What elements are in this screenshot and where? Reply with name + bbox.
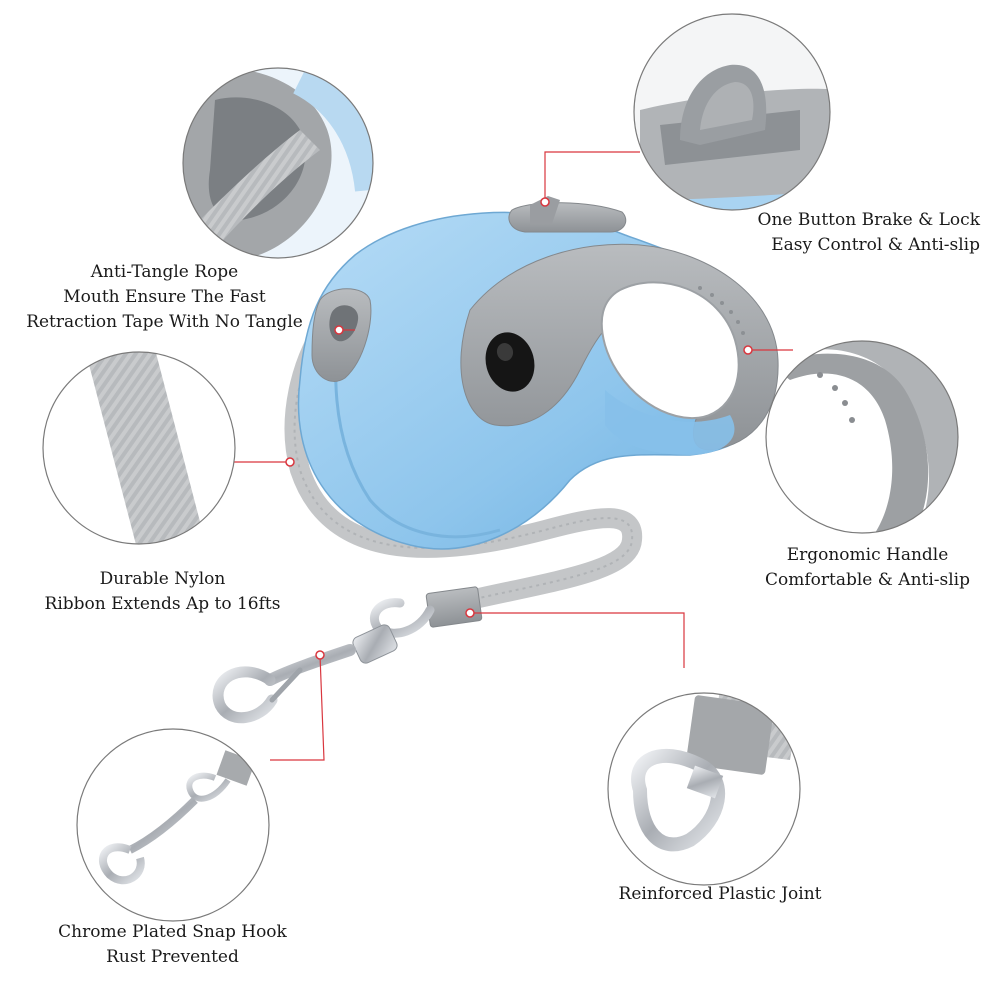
- caption-ribbon: Durable Nylon Ribbon Extends Ap to 16fts: [30, 567, 295, 617]
- caption-line: Ergonomic Handle: [786, 545, 949, 565]
- callout-lines: [232, 151, 793, 761]
- caption-hook: Chrome Plated Snap Hook Rust Prevented: [40, 920, 305, 970]
- leash-ribbon: [284, 308, 643, 610]
- callout-dots: [285, 197, 753, 660]
- leash-body: [297, 196, 779, 550]
- caption-line: Mouth Ensure The Fast: [63, 287, 266, 307]
- caption-line: One Button Brake & Lock: [757, 210, 980, 230]
- zoom-rope-mouth: [182, 67, 374, 259]
- caption-line: Anti-Tangle Rope: [90, 262, 239, 282]
- zoom-ergonomic-handle: [765, 340, 959, 534]
- zoom-brake-button: [633, 13, 831, 211]
- caption-line: Comfortable & Anti-slip: [764, 570, 971, 590]
- caption-line: Rust Prevented: [106, 947, 239, 967]
- caption-line: Easy Control & Anti-slip: [771, 235, 980, 255]
- caption-rope-mouth: Anti-Tangle Rope Mouth Ensure The Fast R…: [22, 260, 307, 335]
- zoom-nylon-ribbon: [42, 351, 236, 545]
- snap-hook: [212, 598, 435, 724]
- caption-line: Chrome Plated Snap Hook: [58, 922, 287, 942]
- caption-handle: Ergonomic Handle Comfortable & Anti-slip: [755, 543, 980, 593]
- leash-joint: [425, 586, 483, 628]
- caption-line: Durable Nylon: [99, 569, 226, 589]
- caption-line: Retraction Tape With No Tangle: [26, 312, 303, 332]
- zoom-plastic-joint: [607, 692, 801, 886]
- caption-brake: One Button Brake & Lock Easy Control & A…: [745, 208, 980, 258]
- zoom-snap-hook: [76, 728, 270, 922]
- caption-line: Reinforced Plastic Joint: [618, 884, 822, 904]
- caption-joint: Reinforced Plastic Joint: [600, 882, 840, 907]
- caption-line: Ribbon Extends Ap to 16fts: [44, 594, 281, 614]
